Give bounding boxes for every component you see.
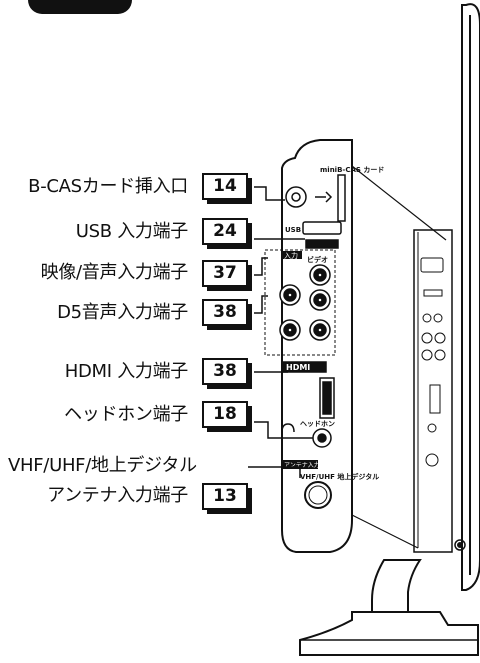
label-antenna-line2: アンテナ入力端子 [47,485,188,506]
tv-side-profile [413,3,480,591]
rca-jacks [279,264,331,341]
antenna-tag [282,460,318,469]
hdmi-text: HDMI [286,363,310,372]
input-tag [282,251,302,259]
label-headphone: ヘッドホン端子 [64,404,188,425]
label-usb: USB 入力端子 [75,221,189,242]
antenna-graphic [304,481,332,509]
page-ref-d5[interactable]: 38 [202,299,252,330]
page-ref-hdmi[interactable]: 38 [202,358,252,389]
page-ref-video[interactable]: 37 [202,260,252,291]
antenna-in-text: アンテナ入力 [284,461,320,469]
usb-text: USB [285,226,301,234]
card-slot-text: miniB-CAS カード [320,166,384,174]
label-antenna-line1: VHF/UHF/地上デジタル [8,455,197,476]
usb-graphic [302,221,342,249]
page-ref-bcas[interactable]: 14 [202,173,252,204]
tv-stand [299,559,479,656]
input-text: 入力 [284,251,298,260]
page-ref-antenna[interactable]: 13 [202,483,252,514]
tv-panel-mini [420,257,446,467]
zoom-lines [351,165,447,549]
header-tab [28,0,132,14]
headphone-text: ヘッドホン [300,420,335,428]
input-box [264,249,336,356]
antenna-type-text: VHF/UHF 地上デジタル [300,472,379,481]
label-d5: D5音声入力端子 [57,302,188,323]
leader-lines [248,186,313,478]
page-ref-usb[interactable]: 24 [202,218,252,249]
hdmi-graphic [281,361,335,419]
label-bcas: B-CASカード挿入口 [28,176,188,197]
card-slot-graphic [285,174,346,222]
label-video: 映像/音声入力端子 [40,262,189,283]
video-text: ビデオ [307,255,328,264]
page-ref-headphone[interactable]: 18 [202,401,252,432]
label-hdmi: HDMI 入力端子 [64,361,189,382]
